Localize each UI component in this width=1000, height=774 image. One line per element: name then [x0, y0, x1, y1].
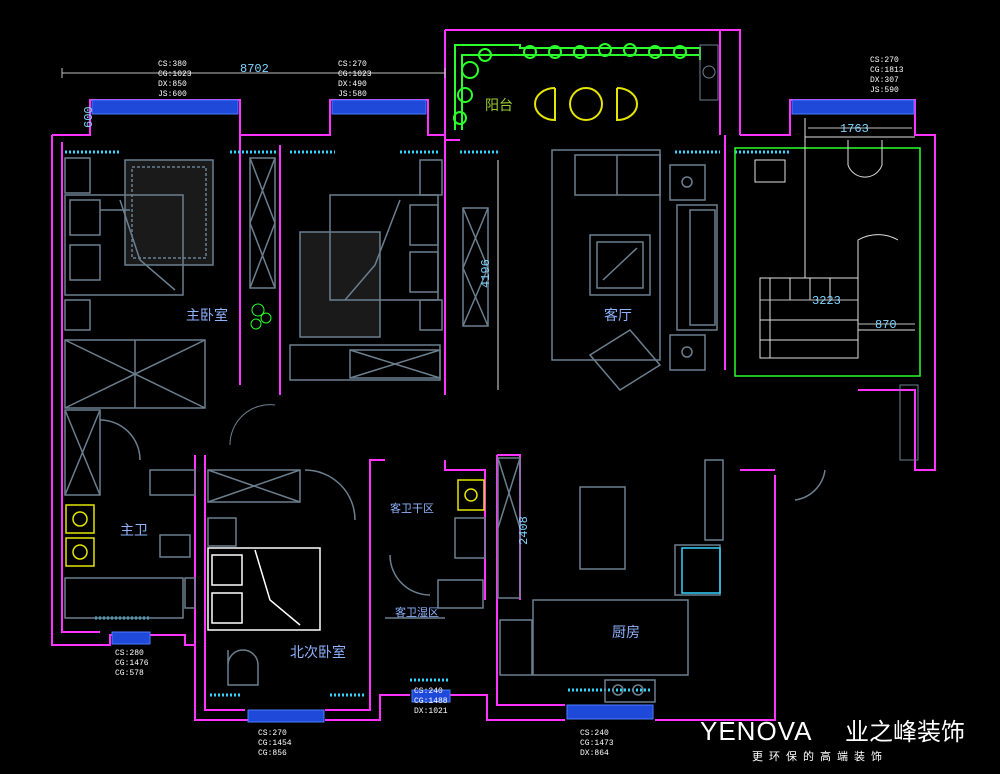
- svg-text:CG:1023: CG:1023: [338, 70, 372, 79]
- guest-bath-fixtures: [385, 517, 486, 619]
- dim-right-width: 1763: [840, 122, 869, 136]
- dim-top-width: 8702: [240, 62, 269, 76]
- brand-logo-text: YENOVA: [700, 716, 812, 746]
- plant-icon: [250, 303, 272, 330]
- svg-text:DX:490: DX:490: [338, 80, 367, 89]
- dim-living-depth: 4196: [479, 259, 493, 288]
- label-master-bedroom: 主卧室: [186, 307, 228, 324]
- north-bedroom-bed: [207, 547, 321, 631]
- master-bath-fixtures: [64, 409, 196, 619]
- balcony-cabinet: [699, 44, 719, 101]
- svg-text:CS:240: CS:240: [414, 687, 443, 696]
- dim-left-depth: 600: [82, 106, 96, 128]
- label-balcony: 阳台: [485, 98, 513, 114]
- label-living-room: 客厅: [604, 307, 632, 324]
- label-master-bath: 主卫: [120, 523, 148, 539]
- svg-text:CG:1476: CG:1476: [115, 659, 149, 668]
- svg-text:CG:1454: CG:1454: [258, 739, 292, 748]
- stairs: [754, 118, 915, 359]
- north-bedroom-furniture: [207, 469, 356, 686]
- guest-sink: [457, 479, 485, 511]
- balcony-table-set: [534, 87, 638, 122]
- brand-slogan: 更环保的高端装饰: [752, 749, 888, 763]
- kitchen-furniture: [497, 457, 826, 703]
- right-cabinet: [899, 384, 919, 461]
- stair-room: [734, 147, 921, 377]
- master-bedroom-furniture: [64, 157, 276, 409]
- svg-text:DX:1021: DX:1021: [414, 707, 448, 716]
- dimension-lines: [61, 68, 915, 325]
- svg-text:CS:380: CS:380: [158, 60, 187, 69]
- door-arc: [229, 404, 276, 446]
- second-bedroom-furniture: [289, 159, 489, 381]
- label-guest-bath-wet: 客卫湿区: [395, 605, 439, 619]
- svg-text:DX:864: DX:864: [580, 749, 609, 758]
- svg-text:CG:1023: CG:1023: [158, 70, 192, 79]
- svg-text:JS:590: JS:590: [870, 86, 899, 95]
- svg-text:JS:600: JS:600: [158, 90, 187, 99]
- note-bottom-mid-left: CS:270 CG:1454 CG:856: [258, 729, 292, 758]
- svg-text:DX:307: DX:307: [870, 76, 899, 85]
- svg-text:DX:850: DX:850: [158, 80, 187, 89]
- note-bottom-mid: CS:240 CG:1488 DX:1021: [414, 687, 448, 716]
- svg-text:CG:1813: CG:1813: [870, 66, 904, 75]
- svg-text:CG:1473: CG:1473: [580, 739, 614, 748]
- brand-name-cn: 业之峰装饰: [845, 718, 965, 746]
- svg-text:CS:270: CS:270: [338, 60, 367, 69]
- note-top-mid: CS:270 CG:1023 DX:490 JS:580: [338, 60, 372, 99]
- svg-text:CS:270: CS:270: [870, 56, 899, 65]
- svg-text:CS:240: CS:240: [580, 729, 609, 738]
- note-top-left: CS:380 CG:1023 DX:850 JS:600: [158, 60, 192, 99]
- curtain-rails: [65, 150, 790, 697]
- master-bath-sinks: [65, 504, 95, 567]
- note-top-right: CS:270 CG:1813 DX:307 JS:590: [870, 56, 904, 95]
- dim-stair-width: 3223: [812, 294, 841, 308]
- label-kitchen: 厨房: [612, 625, 640, 641]
- label-north-bedroom: 北次卧室: [290, 644, 346, 661]
- dim-corridor: 2408: [517, 516, 531, 545]
- windows: [91, 99, 915, 723]
- svg-text:CG:1488: CG:1488: [414, 697, 448, 706]
- note-bottom-left: CS:280 CG:1476 CG:578: [115, 649, 149, 678]
- walls: [51, 29, 936, 721]
- fridge: [681, 547, 721, 594]
- svg-text:CG:578: CG:578: [115, 669, 144, 678]
- svg-text:JS:580: JS:580: [338, 90, 367, 99]
- svg-text:CS:270: CS:270: [258, 729, 287, 738]
- svg-text:CS:280: CS:280: [115, 649, 144, 658]
- dim-stair-small: 870: [875, 318, 897, 332]
- note-bottom-right: CS:240 CG:1473 DX:864: [580, 729, 614, 758]
- label-guest-bath-dry: 客卫干区: [390, 501, 434, 515]
- living-room-furniture: [551, 149, 718, 391]
- svg-text:CG:856: CG:856: [258, 749, 287, 758]
